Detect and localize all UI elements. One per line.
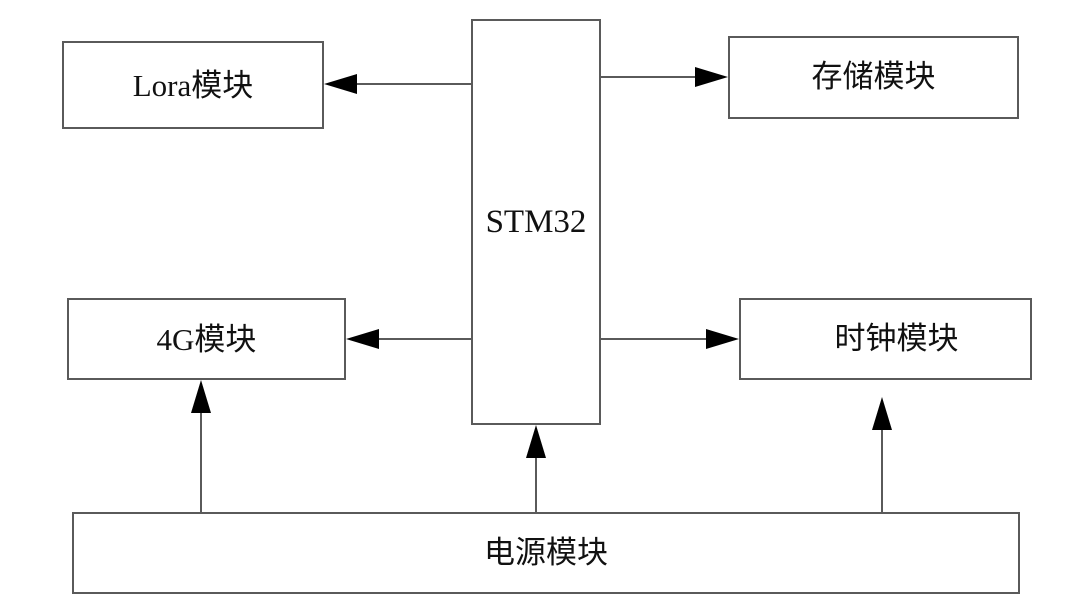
lora-module-box: Lora模块	[62, 41, 324, 129]
power-module-label: 电源模块	[484, 534, 608, 571]
storage-module-box: 存储模块	[728, 36, 1019, 119]
storage-module-label: 存储模块	[811, 59, 936, 95]
4g-module-label: 4G模块	[156, 321, 257, 357]
arrowhead-icon	[706, 329, 739, 349]
arrowhead-icon	[346, 329, 379, 349]
stm32-mcu-box: STM32	[471, 19, 601, 425]
clock-module-label: 时钟模块	[834, 320, 959, 357]
clock-module-box: 时钟模块	[739, 298, 1032, 380]
power-module-box: 电源模块	[72, 512, 1020, 594]
arrowhead-icon	[526, 425, 546, 458]
4g-module-box: 4G模块	[67, 298, 346, 380]
arrowhead-icon	[324, 74, 357, 94]
stm32-mcu-label: STM32	[485, 203, 587, 240]
lora-module-label: Lora模块	[132, 67, 254, 103]
arrowhead-icon	[872, 397, 892, 430]
arrowhead-icon	[191, 380, 211, 413]
arrowhead-icon	[695, 67, 728, 87]
